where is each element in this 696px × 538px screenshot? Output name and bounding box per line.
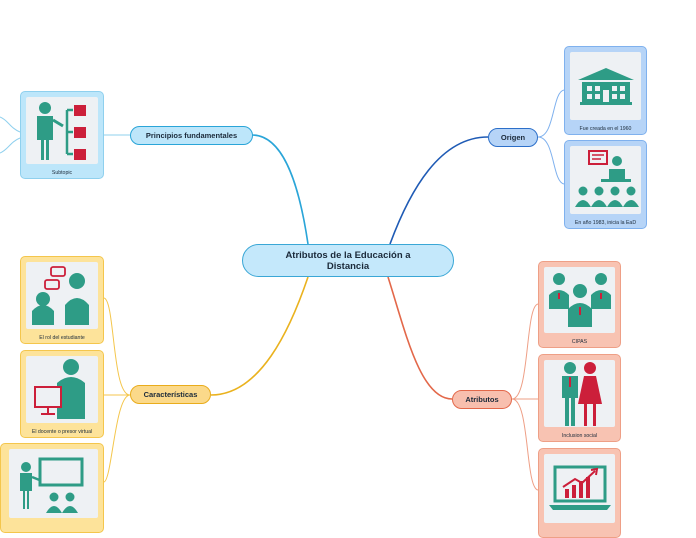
card-en-ano-1983[interactable]: En año 1983, inicia la EaD — [564, 140, 647, 229]
branch-origen-label: Origen — [500, 133, 526, 142]
card-docente-image — [26, 356, 98, 423]
school-building-icon — [577, 68, 634, 105]
card-pizarra[interactable] — [0, 443, 104, 533]
branch-caracteristicas-label: Características — [143, 390, 198, 399]
card-laptop-chart[interactable] — [538, 448, 621, 538]
presenter-chart-icon — [37, 101, 86, 160]
card-docente[interactable]: El docente o presor virtual — [20, 350, 104, 438]
card-fue-creada[interactable]: Fue creada en el 1960 — [564, 46, 647, 135]
card-laptop-image — [544, 454, 615, 523]
card-inclusion-image — [544, 360, 615, 427]
card-rol-estudiante-image — [26, 262, 98, 329]
whiteboard-students-icon — [19, 457, 83, 513]
card-cipas-caption: CIPAS — [571, 339, 588, 345]
card-cipas-image — [544, 267, 615, 333]
card-en-ano-caption: En año 1983, inicia la EaD — [574, 220, 637, 226]
central-topic-label: Atributos de la Educación a Distancia — [285, 249, 411, 272]
link-caracteristicas — [210, 276, 309, 396]
branch-caracteristicas[interactable]: Características — [130, 385, 211, 404]
card-inclusion-social[interactable]: Inclusion social — [538, 354, 621, 442]
branch-atributos-label: Atributos — [465, 395, 499, 404]
classroom-icon — [574, 150, 639, 207]
card-rol-estudiante-caption: El rol del estudiante — [39, 335, 85, 341]
card-pizarra-image — [9, 449, 98, 518]
card-cipas[interactable]: CIPAS — [538, 261, 621, 348]
link-origen — [389, 136, 489, 245]
card-subtopic-caption: Subtopic — [51, 170, 73, 176]
branch-origen[interactable]: Origen — [488, 128, 538, 147]
central-topic[interactable]: Atributos de la Educación a Distancia — [242, 244, 454, 277]
card-fue-creada-caption: Fue creada en el 1960 — [579, 126, 632, 132]
card-subtopic-image — [26, 97, 98, 164]
card-inclusion-caption: Inclusion social — [561, 433, 598, 439]
card-en-ano-image — [570, 146, 641, 214]
card-rol-estudiante[interactable]: El rol del estudiante — [20, 256, 104, 344]
connector-lines — [0, 89, 565, 491]
group-people-icon — [548, 273, 611, 327]
card-docente-caption: El docente o presor virtual — [31, 429, 93, 435]
branch-atributos[interactable]: Atributos — [452, 390, 512, 409]
man-woman-icon — [561, 361, 602, 426]
branch-principios-fundamentales[interactable]: Principios fundamentales — [130, 126, 253, 145]
link-atributos — [387, 276, 453, 400]
teacher-computer-icon — [34, 358, 85, 419]
conversation-icon — [32, 265, 89, 325]
laptop-growth-chart-icon — [548, 465, 611, 510]
card-fue-creada-image — [570, 52, 641, 120]
card-subtopic[interactable]: Subtopic — [20, 91, 104, 179]
branch-principios-label: Principios fundamentales — [145, 131, 238, 140]
link-principios — [251, 134, 309, 245]
